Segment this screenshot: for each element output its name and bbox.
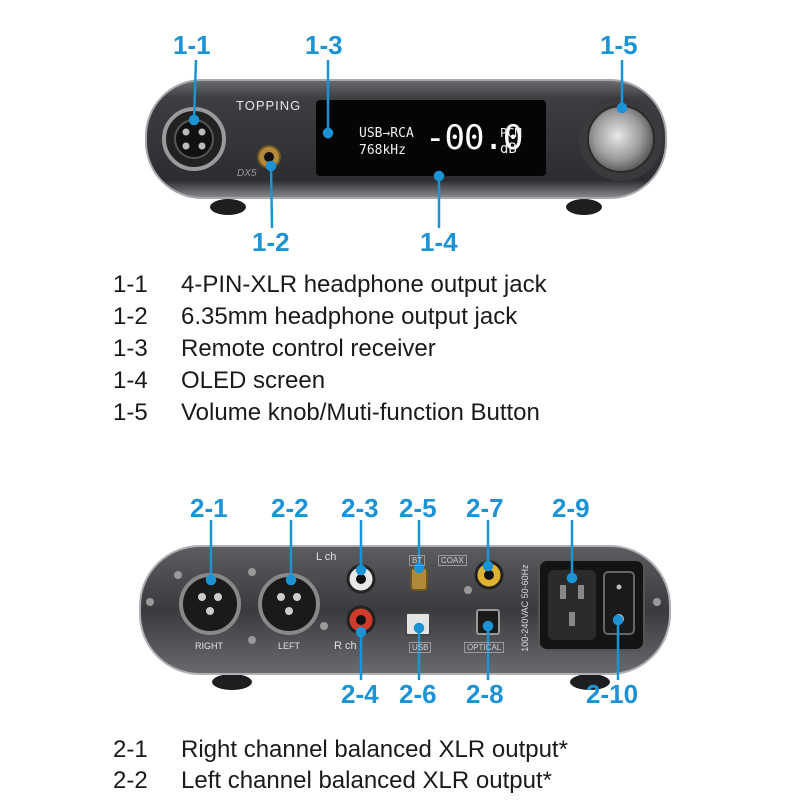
callout-2-4: 2-4	[341, 679, 379, 709]
callout-2-3: 2-3	[341, 493, 379, 523]
callout-2-8: 2-8	[466, 679, 504, 709]
rear-leaders	[205, 520, 624, 680]
rear-foot-left	[212, 674, 252, 690]
model-text: DX5	[237, 168, 257, 179]
legend-row: 1-5 Volume knob/Muti-function Button	[113, 399, 540, 427]
legend-number: 1-2	[113, 303, 148, 330]
callout-2-6: 2-6	[399, 679, 437, 709]
label-lch: L ch	[316, 551, 337, 563]
screen-route: USB→RCA	[359, 126, 414, 141]
callout-2-1: 2-1	[190, 493, 228, 523]
legend-text: Left channel balanced XLR output*	[181, 767, 552, 794]
label-optical: OPTICAL	[464, 642, 505, 653]
screen-format: PCM	[500, 126, 522, 140]
rear-foot-right	[570, 674, 610, 690]
rca-right-output	[346, 605, 376, 635]
legend-text: Remote control receiver	[181, 335, 436, 362]
label-coax: COAX	[438, 555, 467, 566]
legend-text: OLED screen	[181, 367, 326, 394]
legend-text: Volume knob/Muti-function Button	[181, 399, 540, 426]
callout-2-9: 2-9	[552, 493, 590, 523]
front-panel	[145, 79, 667, 215]
legend-number: 1-1	[113, 271, 148, 298]
callout-1-3: 1-3	[305, 30, 343, 60]
callout-1-4: 1-4	[420, 227, 458, 257]
screen-volume: -00.0	[425, 118, 523, 158]
volume-knob	[587, 105, 655, 173]
legend-number: 2-2	[113, 767, 148, 794]
legend-row: 1-3 Remote control receiver	[113, 335, 436, 363]
legend-text: Right channel balanced XLR output*	[181, 736, 568, 763]
label-right: RIGHT	[195, 641, 223, 651]
legend-row: 1-4 OLED screen	[113, 367, 325, 395]
legend-text: 4-PIN-XLR headphone output jack	[181, 271, 547, 298]
screen-rate: 768kHz	[359, 143, 406, 158]
screen-unit: dB	[500, 141, 517, 157]
legend-number: 1-3	[113, 335, 148, 362]
callout-1-5: 1-5	[600, 30, 638, 60]
oled-screen	[316, 100, 546, 176]
callout-2-5: 2-5	[399, 493, 437, 523]
legend-row: 2-2 Left channel balanced XLR output*	[113, 767, 552, 795]
legend-number: 2-1	[113, 736, 148, 763]
front-leaders	[188, 59, 628, 229]
label-left: LEFT	[278, 641, 301, 651]
label-bt: BT	[409, 555, 426, 566]
label-usb: USB	[409, 642, 432, 653]
label-rch: R ch	[334, 640, 357, 652]
legend-text: 6.35mm headphone output jack	[181, 303, 518, 330]
front-foot-right	[566, 199, 602, 215]
callout-2-7: 2-7	[466, 493, 504, 523]
callout-1-1: 1-1	[173, 30, 211, 60]
label-power-rating: 100-240VAC 50-60Hz	[520, 564, 530, 652]
legend-row: 2-1 Right channel balanced XLR output*	[113, 736, 568, 764]
rear-panel	[139, 545, 671, 690]
legend-number: 1-5	[113, 399, 148, 426]
callout-2-2: 2-2	[271, 493, 309, 523]
legend-number: 1-4	[113, 367, 148, 394]
front-foot-left	[210, 199, 246, 215]
brand-logo-text: TOPPING	[236, 98, 302, 113]
callout-1-2: 1-2	[252, 227, 290, 257]
callout-2-10: 2-10	[586, 679, 639, 709]
legend-row: 1-2 6.35mm headphone output jack	[113, 303, 517, 331]
legend-row: 1-1 4-PIN-XLR headphone output jack	[113, 271, 547, 299]
xlr-left-output	[258, 573, 320, 635]
